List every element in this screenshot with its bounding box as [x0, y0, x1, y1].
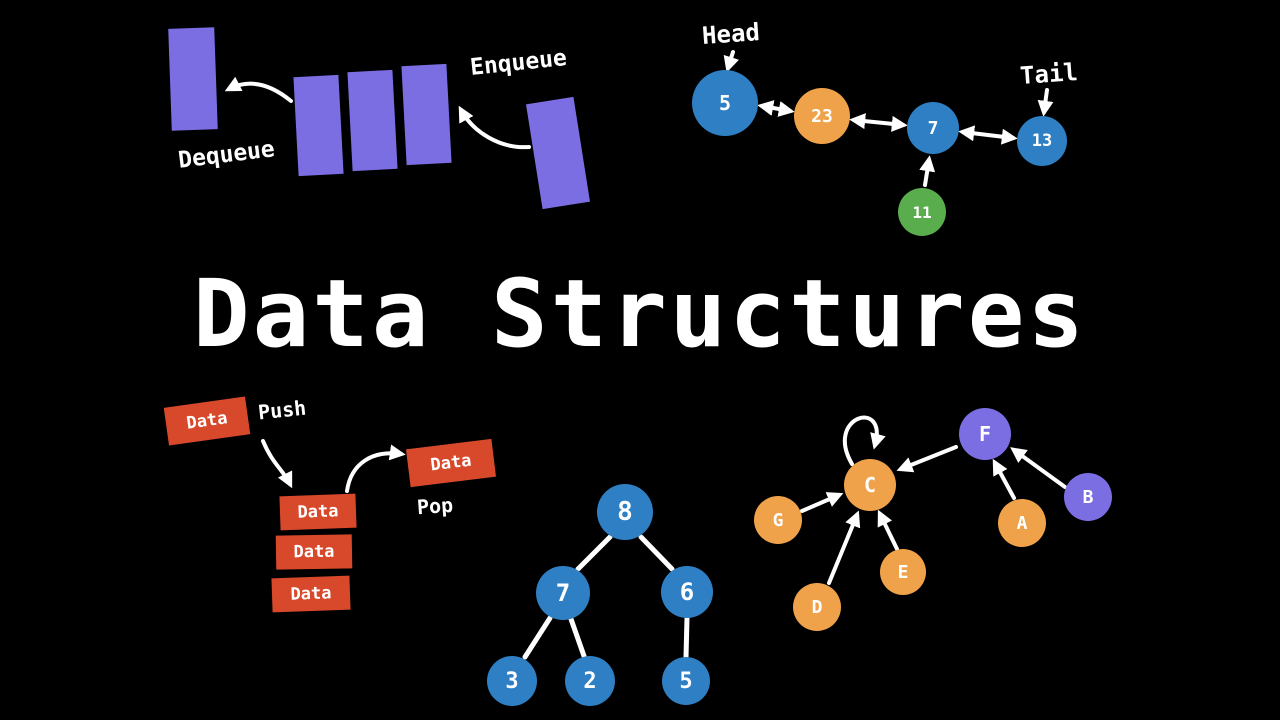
enqueue-arrow	[458, 105, 531, 150]
pop-label: Pop	[416, 492, 454, 520]
tree-edge-7-3	[522, 615, 553, 660]
graph-self-loop-C	[843, 415, 886, 466]
graph-edge-G-C	[800, 492, 844, 513]
linked-list-insert-node: 11	[898, 188, 946, 236]
linked-list-link-1	[757, 100, 795, 117]
stack-item: Data	[271, 575, 351, 613]
queue-item	[401, 63, 452, 166]
dequeue-arrow	[224, 76, 293, 103]
tail-pointer-arrow	[1037, 88, 1054, 117]
tree-node: 8	[597, 484, 653, 540]
tree-node: 5	[662, 657, 710, 705]
linked-list-node: 13	[1017, 116, 1067, 166]
tree-node: 6	[661, 566, 713, 618]
graph-edge-A-F	[992, 458, 1016, 500]
graph-node: B	[1064, 473, 1112, 521]
queue-item	[293, 74, 344, 177]
stack-pop-item-label: Data	[429, 450, 473, 476]
tree-node: 7	[536, 566, 590, 620]
tree-node: 3	[487, 656, 537, 706]
stack-push-item-label: Data	[185, 408, 229, 434]
stack-item: Data	[279, 493, 357, 531]
push-label: Push	[256, 395, 308, 425]
insert-node-arrow	[919, 155, 936, 187]
graph-node: C	[844, 459, 896, 511]
stack-item: Data	[275, 534, 353, 570]
graph-edge-F-C	[896, 445, 958, 473]
graph-node: F	[959, 408, 1011, 460]
graph-edge-D-C	[827, 510, 861, 585]
tail-label: Tail	[1019, 58, 1079, 90]
head-pointer-arrow	[723, 50, 739, 73]
tree-edge-8-6	[638, 534, 675, 572]
linked-list-link-3	[958, 125, 1018, 145]
page-title: Data Structures	[193, 260, 1087, 369]
stack-item-label: Data	[290, 583, 332, 605]
stack-item-label: Data	[293, 541, 335, 563]
tree-edge-6-5	[683, 615, 690, 660]
head-label: Head	[701, 18, 761, 50]
queue-dequeued-item	[168, 27, 218, 131]
tree-edge-7-2	[568, 616, 587, 659]
graph-node: A	[998, 499, 1046, 547]
tree-edge-8-7	[575, 534, 613, 572]
linked-list-node: 23	[794, 88, 850, 144]
pop-arrow	[345, 444, 406, 493]
graph-node: D	[793, 583, 841, 631]
graph-edge-B-F	[1010, 447, 1067, 489]
push-arrow	[261, 439, 293, 489]
graph-node: E	[880, 549, 926, 595]
graph-node: G	[754, 496, 802, 544]
graph-edge-E-C	[877, 509, 899, 551]
linked-list-node: 5	[692, 70, 758, 136]
linked-list-link-2	[849, 113, 908, 132]
linked-list-node: 7	[907, 102, 959, 154]
tree-node: 2	[565, 656, 615, 706]
stack-item-label: Data	[297, 501, 339, 523]
queue-item	[347, 69, 398, 172]
